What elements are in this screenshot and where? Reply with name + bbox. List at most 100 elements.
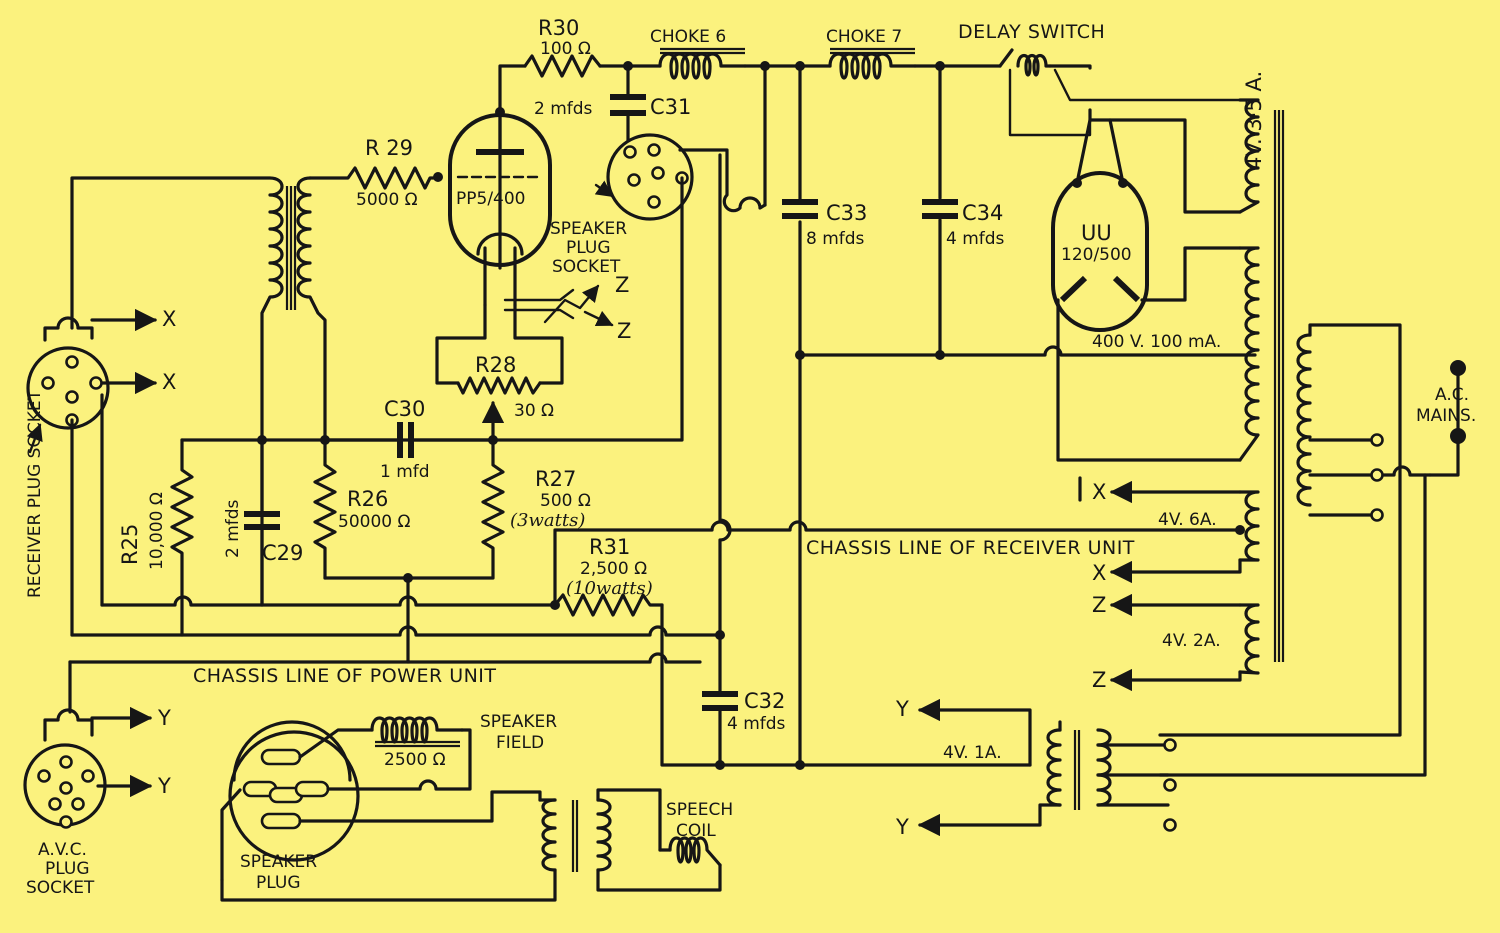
ht-wiring — [498, 64, 1257, 767]
ac-mains-label-1: A.C. — [1435, 385, 1469, 405]
speaker-socket-label-2: PLUG — [566, 238, 611, 258]
speaker-socket-label-1: SPEAKER — [550, 219, 627, 239]
c30-label: C30 — [384, 397, 425, 421]
c34-label: C34 — [962, 201, 1003, 225]
y-label-3: Y — [895, 697, 909, 721]
tube-uu-label-2: 120/500 — [1061, 245, 1132, 265]
c34-value: 4 mfds — [946, 229, 1005, 249]
c32-value: 4 mfds — [727, 714, 786, 734]
mains-transformer: 4V. 3·5 A. 400 V. 100 mA. A.C. MAINS. — [1092, 71, 1476, 777]
capacitor-c33: C33 8 mfds — [623, 61, 867, 360]
x-label-2: X — [162, 370, 176, 394]
sec-4v2-label: 4V. 2A. — [1162, 631, 1221, 651]
x-label-1: X — [162, 307, 176, 331]
chassis-power-wiring: CHASSIS LINE OF POWER UNIT — [68, 153, 1032, 770]
chassis-receiver-label: CHASSIS LINE OF RECEIVER UNIT — [806, 537, 1135, 559]
resistor-r31: R31 2,500 Ω (10watts) CHASSIS LINE OF RE… — [100, 520, 1242, 617]
resistor-r28: R28 30 Ω Z Z — [435, 273, 631, 442]
r30-value: 100 Ω — [540, 39, 591, 59]
choke-7: CHOKE 7 — [826, 27, 917, 80]
valve-pp5-400: PP5/400 — [433, 107, 552, 307]
r28-value: 30 Ω — [514, 401, 554, 421]
delay-switch: DELAY SWITCH — [958, 21, 1242, 137]
r31-label: R31 — [589, 535, 630, 559]
speaker-field-coil: 2500 Ω SPEAKER FIELD — [370, 712, 557, 770]
y-label-2: Y — [157, 774, 171, 798]
c33-label: C33 — [826, 201, 867, 225]
c31-value: 2 mfds — [534, 99, 593, 119]
avc-label-1: A.V.C. — [38, 840, 87, 860]
avc-heater-transformer: Y Y 4V. 1A. — [895, 697, 1177, 839]
speaker-plug: SPEAKER PLUG — [220, 720, 557, 902]
speech-coil-label-1: SPEECH — [666, 800, 733, 820]
capacitor-c30: C30 1 mfd — [180, 397, 498, 482]
avc-label-2: PLUG — [45, 859, 90, 879]
chassis-power-label: CHASSIS LINE OF POWER UNIT — [193, 665, 497, 687]
c31-label: C31 — [650, 95, 691, 119]
r29-label: R 29 — [365, 136, 413, 160]
r25-value: 10,000 Ω — [147, 492, 167, 570]
capacitor-c29: C29 2 mfds — [223, 438, 303, 607]
resistor-r25: R25 10,000 Ω — [118, 438, 194, 637]
valve-uu-120-500: UU 120/500 — [1051, 108, 1242, 462]
c33-value: 8 mfds — [806, 229, 865, 249]
resistor-r29: R 29 5000 Ω — [308, 136, 440, 210]
r26-value: 50000 Ω — [338, 512, 410, 532]
z-label-1: Z — [615, 273, 629, 297]
c29-label: C29 — [262, 541, 303, 565]
r31-value: 2,500 Ω — [580, 559, 647, 579]
sec-4v35-label: 4V. 3·5 A. — [1242, 71, 1266, 170]
choke6-label: CHOKE 6 — [650, 27, 726, 47]
tube-pp-label: PP5/400 — [456, 189, 526, 209]
sec-400v-label: 400 V. 100 mA. — [1092, 332, 1221, 352]
z-label-4: Z — [1092, 668, 1106, 692]
r31-watts: (10watts) — [566, 578, 653, 599]
output-transformer — [538, 788, 722, 892]
z-label-2: Z — [617, 319, 631, 343]
z-label-3: Z — [1092, 593, 1106, 617]
speaker-plug-socket: SPEAKER PLUG SOCKET — [323, 133, 767, 442]
speaker-plug-label-2: PLUG — [256, 873, 301, 893]
r27-watts: (3watts) — [510, 510, 585, 531]
speaker-field-label-1: SPEAKER — [480, 712, 557, 732]
c32-label: C32 — [744, 689, 785, 713]
choke7-label: CHOKE 7 — [826, 27, 902, 47]
resistor-r27: R27 500 Ω (3watts) — [323, 438, 591, 580]
x-label-4: X — [1092, 561, 1106, 585]
receiver-socket-label: RECEIVER PLUG SOCKET — [25, 389, 45, 598]
resistor-r30: R30 100 Ω — [523, 16, 602, 78]
c29-value: 2 mfds — [223, 499, 243, 558]
ac-mains-label-2: MAINS. — [1416, 406, 1476, 426]
r28-label: R28 — [475, 353, 516, 377]
r30-label: R30 — [538, 16, 579, 40]
speaker-field-label-2: FIELD — [496, 733, 544, 753]
r25-label: R25 — [118, 524, 142, 565]
y-label-1: Y — [157, 706, 171, 730]
capacitor-c34: C34 4 mfds — [922, 61, 1005, 360]
speech-coil-label-2: COIL — [676, 821, 716, 841]
capacitor-c31: 2 mfds C31 — [534, 94, 691, 119]
x-label-3: X — [1092, 480, 1106, 504]
speaker-socket-label-3: SOCKET — [552, 257, 621, 277]
speaker-plug-label-1: SPEAKER — [240, 852, 317, 872]
speech-coil: SPEECH COIL — [658, 800, 733, 867]
receiver-plug-socket: X X RECEIVER PLUG SOCKET — [25, 307, 176, 637]
interstage-transformer — [70, 176, 327, 607]
resistor-r26: R26 50000 Ω — [313, 438, 410, 580]
choke-6: CHOKE 6 — [650, 27, 747, 80]
field-value: 2500 Ω — [384, 750, 446, 770]
avc-plug-socket: Y Y A.V.C. PLUG SOCKET — [23, 660, 171, 898]
heater-secondaries: X X Z Z 4V. 6A. 4V. 2A. — [1078, 476, 1245, 692]
y-label-4: Y — [895, 815, 909, 839]
r27-value: 500 Ω — [540, 491, 591, 511]
delay-switch-label: DELAY SWITCH — [958, 21, 1105, 43]
c30-value: 1 mfd — [380, 462, 430, 482]
r27-label: R27 — [535, 467, 576, 491]
sec-4v1-label: 4V. 1A. — [943, 743, 1002, 763]
r26-label: R26 — [347, 487, 388, 511]
sec-4v6-label: 4V. 6A. — [1158, 510, 1217, 530]
r29-value: 5000 Ω — [356, 190, 418, 210]
avc-label-3: SOCKET — [26, 878, 95, 898]
tube-uu-label-1: UU — [1081, 221, 1112, 245]
